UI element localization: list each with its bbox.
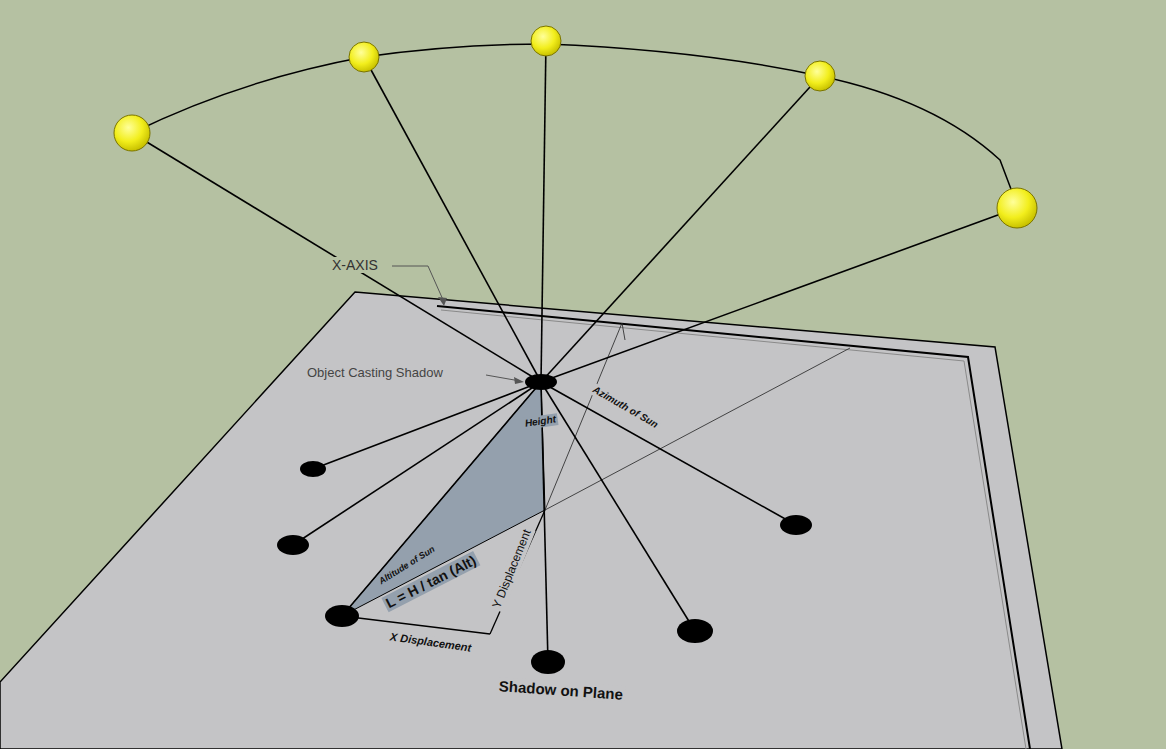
displacement-lines xyxy=(342,510,545,634)
altitude-triangle xyxy=(342,382,545,616)
object-label: Object Casting Shadow xyxy=(305,366,445,381)
construction-lines xyxy=(545,323,850,510)
leader-arrowhead xyxy=(438,297,447,306)
leader-lines xyxy=(392,266,520,381)
shadow-dots xyxy=(277,461,812,674)
sun-spheres xyxy=(114,26,1037,228)
leader-arrowhead xyxy=(514,377,524,384)
object-casting-shadow xyxy=(525,374,557,390)
axis-label: X-AXIS xyxy=(330,257,380,273)
sun-rays xyxy=(132,41,1017,382)
ground-plane xyxy=(0,292,1062,749)
plane-border-inner xyxy=(441,310,1026,749)
sun-path-arc xyxy=(132,44,1017,205)
shadow-rays xyxy=(293,382,796,662)
